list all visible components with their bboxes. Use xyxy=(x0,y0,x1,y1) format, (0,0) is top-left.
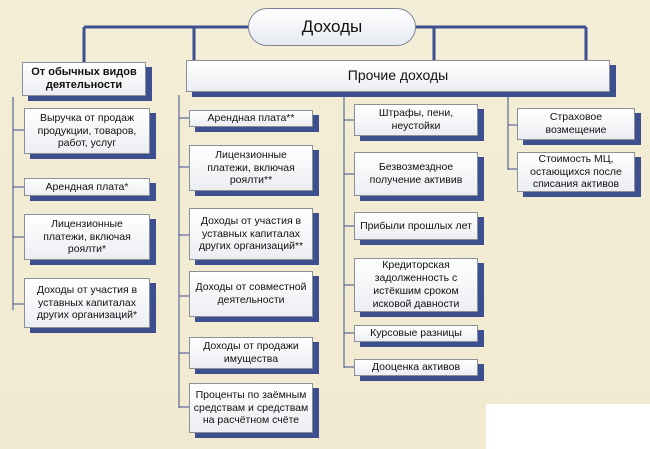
other-col1-item: Доходы от совместной деятельности xyxy=(189,271,313,317)
other-col2-item: Кредиторская задолженность с истёкшим ср… xyxy=(354,258,478,312)
other-item-label: Арендная плата** xyxy=(207,112,295,125)
other-item-label: Курсовые разницы xyxy=(370,327,462,340)
other-item-label: Штрафы, пени, неустойки xyxy=(378,107,454,132)
ordinary-item: Арендная плата* xyxy=(24,178,150,196)
ordinary-item-label: Арендная плата* xyxy=(45,180,129,193)
other-item-label: Страховое возмещение xyxy=(545,111,607,136)
other-col3-item: Стоимость МЦ, остающихся после списания … xyxy=(517,152,635,192)
ordinary-item: Лицензионные платежи, включая роялти* xyxy=(24,214,150,260)
root-label: Доходы xyxy=(301,17,363,36)
other-col2-item: Безвозмездное получение активив xyxy=(354,152,478,196)
other-item-label: Дооценка активов xyxy=(371,361,461,374)
other-item-label: Доходы от участия в уставных капиталах д… xyxy=(198,214,304,253)
ordinary-header: От обычных видов деятельности xyxy=(22,62,146,96)
other-item-label: Кредиторская задолженность с истёкшим ср… xyxy=(372,259,460,310)
other-item-label: Безвозмездное получение активив xyxy=(369,161,463,186)
other-item-label: Стоимость МЦ, остающихся после списания … xyxy=(530,152,622,191)
other-col2-item: Прибыли прошлых лет xyxy=(354,212,478,240)
other-item-label: Доходы от совместной деятельности xyxy=(195,281,307,306)
ordinary-item-label: Лицензионные платежи, включая роялти* xyxy=(43,217,131,256)
other-col1-item: Доходы от участия в уставных капиталах д… xyxy=(189,208,313,260)
other-col1-item: Лицензионные платежи, включая роялти** xyxy=(189,145,313,191)
ordinary-item: Выручка от продаж продукции, товаров, ра… xyxy=(24,108,150,154)
root-node: Доходы xyxy=(248,8,416,46)
other-col1-item: Доходы от продажи имущества xyxy=(189,337,313,369)
other-item-label: Доходы от продажи имущества xyxy=(203,340,299,365)
other-col2-item: Курсовые разницы xyxy=(354,325,478,342)
ordinary-item-label: Выручка от продаж продукции, товаров, ра… xyxy=(37,111,137,150)
other-title: Прочие доходы xyxy=(347,67,449,84)
other-item-label: Лицензионные платежи, включая роялти** xyxy=(207,148,295,187)
blank-corner xyxy=(486,404,650,449)
ordinary-item-label: Доходы от участия в уставных капиталах д… xyxy=(36,283,138,322)
other-item-label: Прибыли прошлых лет xyxy=(360,219,472,232)
other-col1-item: Проценты по заёмным средствам и средства… xyxy=(189,383,313,433)
other-col2-item: Дооценка активов xyxy=(354,359,478,376)
other-col2-item: Штрафы, пени, неустойки xyxy=(354,104,478,136)
other-header: Прочие доходы xyxy=(186,60,610,92)
ordinary-title: От обычных видов деятельности xyxy=(31,65,137,91)
other-col1-item: Арендная плата** xyxy=(189,110,313,127)
other-item-label: Проценты по заёмным средствам и средства… xyxy=(193,388,309,427)
ordinary-item: Доходы от участия в уставных капиталах д… xyxy=(24,278,150,328)
other-col3-item: Страховое возмещение xyxy=(517,108,635,140)
